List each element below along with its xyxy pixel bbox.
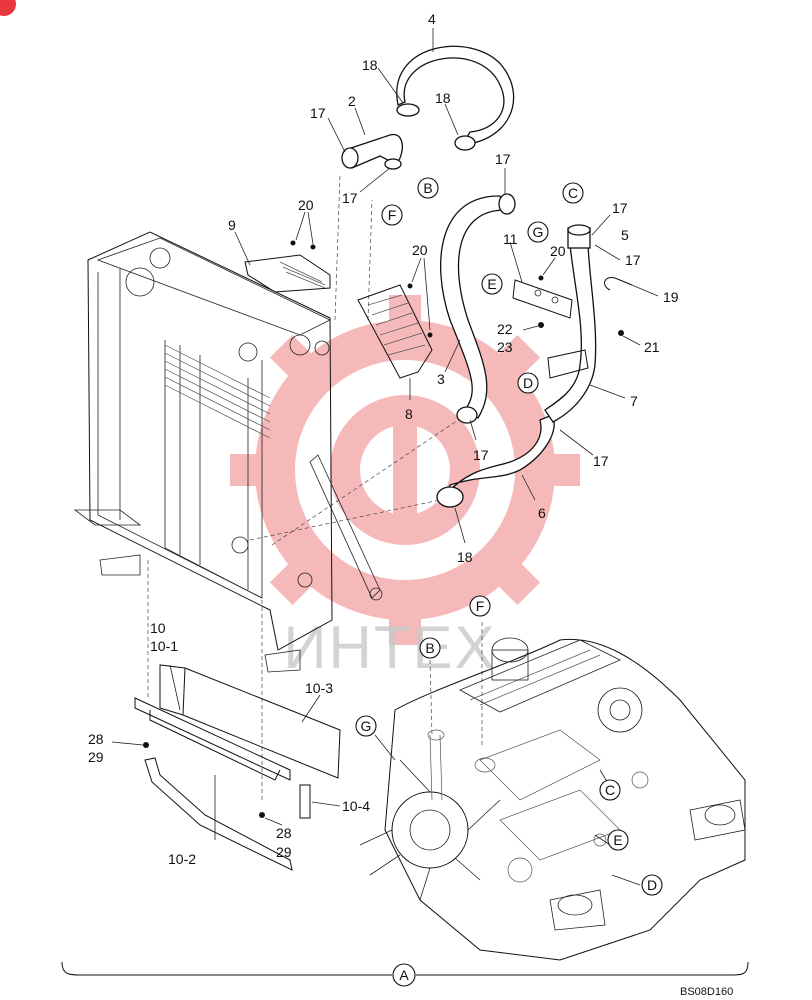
label-9: 9 (228, 217, 236, 233)
label-17-a: 17 (310, 105, 326, 121)
label-2: 2 (348, 93, 356, 109)
callout-c-top: C (562, 182, 584, 204)
svg-text:F: F (476, 598, 485, 614)
callout-b-top: B (417, 177, 439, 199)
bracket-11 (509, 241, 573, 319)
label-20-b: 20 (412, 242, 428, 258)
hose-3 (440, 193, 516, 424)
svg-text:B: B (423, 180, 432, 196)
part-9-guard (234, 231, 331, 293)
svg-text:C: C (605, 782, 615, 798)
callout-d-top: D (517, 372, 539, 394)
label-4: 4 (428, 11, 436, 27)
label-22: 22 (497, 321, 513, 337)
callout-b-engine: B (419, 637, 441, 659)
hose-7 (544, 224, 597, 423)
label-6: 6 (538, 505, 546, 521)
part-8-screen (357, 284, 433, 400)
label-20-c: 20 (550, 243, 566, 259)
drawing-code: BS08D160 (680, 986, 733, 998)
corner-badge (0, 0, 16, 16)
label-18-b: 18 (435, 90, 451, 106)
label-10: 10 (150, 620, 166, 636)
label-28-b: 28 (276, 825, 292, 841)
hose-2 (341, 107, 403, 170)
svg-text:A: A (399, 967, 409, 983)
bolt-markers (143, 240, 624, 818)
svg-text:D: D (523, 375, 533, 391)
label-17-c: 17 (495, 151, 511, 167)
label-29-b: 29 (276, 844, 292, 860)
hose-4 (396, 28, 515, 151)
label-5: 5 (621, 227, 629, 243)
bracket-d (547, 349, 589, 379)
callout-e-top: E (481, 273, 503, 295)
part-10-seals (134, 664, 341, 871)
label-21: 21 (644, 339, 660, 355)
callout-c-engine: C (599, 779, 621, 801)
label-7: 7 (630, 393, 638, 409)
label-3: 3 (437, 371, 445, 387)
leader-lines (111, 67, 641, 826)
svg-text:B: B (425, 640, 434, 656)
label-17-g: 17 (593, 453, 609, 469)
label-10-4: 10-4 (342, 798, 370, 814)
label-17-e: 17 (625, 252, 641, 268)
bracket-line-a (61, 961, 749, 976)
label-28-a: 28 (88, 731, 104, 747)
radiator-assembly (73, 174, 483, 800)
callout-a: A (392, 963, 416, 987)
svg-text:E: E (487, 276, 496, 292)
label-29-a: 29 (88, 749, 104, 765)
label-10-3: 10-3 (305, 680, 333, 696)
callout-g-top: G (527, 221, 549, 243)
label-19: 19 (663, 289, 679, 305)
label-8: 8 (405, 406, 413, 422)
callout-f-engine: F (469, 595, 491, 617)
label-18-a: 18 (362, 57, 378, 73)
svg-text:C: C (568, 185, 578, 201)
label-11: 11 (503, 231, 518, 247)
svg-text:G: G (533, 224, 544, 240)
callout-f-top: F (381, 204, 403, 226)
label-17-f: 17 (473, 447, 489, 463)
svg-text:D: D (647, 877, 657, 893)
label-10-1: 10-1 (150, 638, 178, 654)
hose-6 (436, 414, 555, 508)
watermark-text: ИНТЕХ (283, 614, 496, 681)
label-17-b: 17 (342, 190, 358, 206)
engine-assembly (359, 637, 746, 961)
label-20-a: 20 (298, 197, 314, 213)
label-10-2: 10-2 (168, 851, 196, 867)
callout-d-engine: D (641, 874, 663, 896)
label-23: 23 (497, 339, 513, 355)
svg-text:F: F (388, 207, 397, 223)
watermark-logo (230, 295, 580, 645)
clamp-19 (604, 276, 659, 297)
label-17-d: 17 (612, 200, 628, 216)
callout-e-engine: E (607, 829, 629, 851)
svg-text:G: G (361, 718, 372, 734)
label-18-c: 18 (457, 549, 473, 565)
svg-text:E: E (613, 832, 622, 848)
callout-g-engine: G (355, 715, 377, 737)
